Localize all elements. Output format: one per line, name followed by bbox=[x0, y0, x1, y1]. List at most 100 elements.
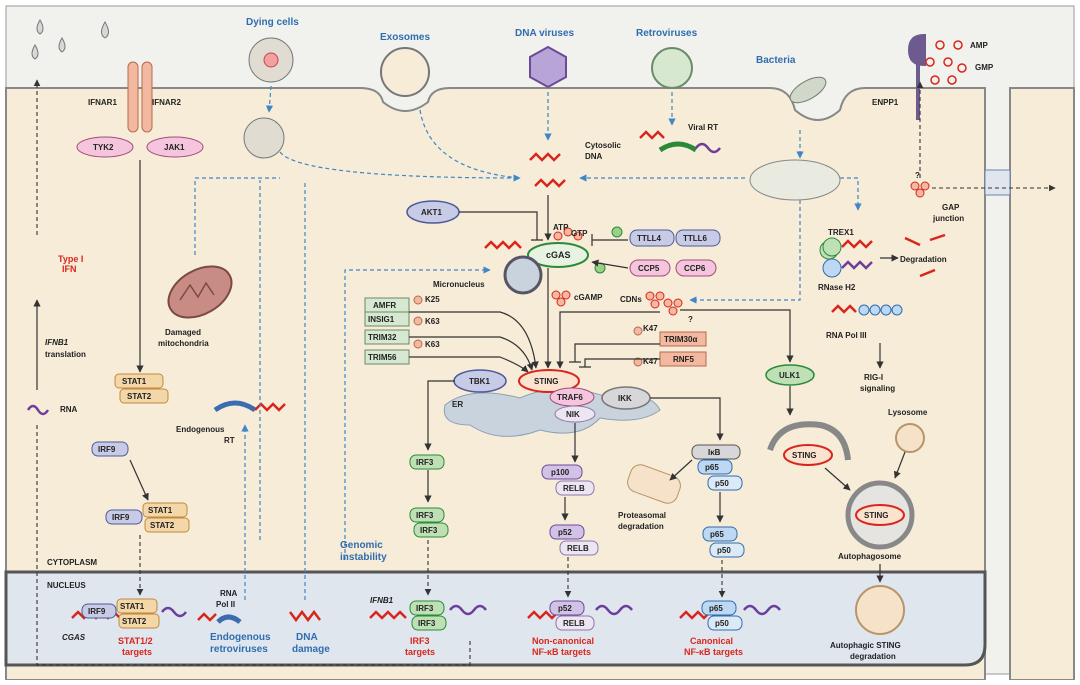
rnase-h2-label: RNase H2 bbox=[818, 283, 856, 292]
er-label: ER bbox=[452, 400, 463, 409]
bacteria-trex1-arrow bbox=[840, 177, 862, 211]
rnf5-inhibition-line bbox=[579, 358, 660, 368]
enpp1-label: ENPP1 bbox=[872, 98, 899, 107]
p65-free-node bbox=[702, 526, 738, 542]
rna-pol2-label-line2: Pol II bbox=[216, 600, 235, 609]
autophagosome-arrow bbox=[824, 467, 851, 491]
p65-free-label: p65 bbox=[710, 530, 724, 539]
neighbor-cell-region bbox=[1009, 87, 1075, 681]
stat-targets-label-line2: targets bbox=[122, 647, 152, 657]
ccp5-label: CCP5 bbox=[638, 264, 660, 273]
cgas-gene-label: CGAS bbox=[62, 633, 86, 642]
sting-autophagosome-label: STING bbox=[864, 511, 888, 520]
type1-ifn-label-line1: Type I bbox=[58, 254, 83, 264]
noncanon-label-line2: NF-κB targets bbox=[532, 647, 591, 657]
dying-cell-uptake-arrow bbox=[265, 85, 274, 113]
irf9-node bbox=[91, 441, 129, 457]
rna-icon bbox=[26, 404, 50, 416]
gap-junction-channel bbox=[984, 169, 1011, 196]
ttll6-node bbox=[675, 229, 721, 247]
cgas-label: cGAS bbox=[546, 250, 571, 260]
ifnar2-label: IFNAR2 bbox=[152, 98, 181, 107]
ifn-droplets bbox=[31, 19, 109, 60]
genomic-instability-arrow bbox=[344, 266, 491, 560]
p50-label: p50 bbox=[715, 479, 729, 488]
viral-rt-icon bbox=[639, 130, 721, 154]
irf9-label: IRF9 bbox=[98, 445, 116, 454]
sting-node[interactable] bbox=[518, 369, 580, 393]
jak1-node bbox=[146, 136, 204, 158]
k47b-label: K47 bbox=[643, 357, 658, 366]
p52-relb-label: RELB bbox=[567, 544, 589, 553]
cdns-label: CDNs bbox=[620, 295, 642, 304]
tbk1-to-irf3-arrow bbox=[424, 380, 455, 451]
p52-relb-node bbox=[559, 540, 599, 556]
ttll6-label: TTLL6 bbox=[683, 234, 708, 243]
nuc-stat1-node bbox=[116, 598, 158, 614]
ttll-inhibition-line bbox=[591, 234, 628, 246]
akt1-inhibition-line bbox=[459, 211, 543, 241]
ikb-degradation-arrow bbox=[669, 459, 693, 481]
exosome-icon bbox=[380, 47, 430, 97]
nucleus-region bbox=[4, 570, 987, 667]
damaged-mitochondria-icon bbox=[167, 265, 233, 319]
ifnb1-gene-label: IFNB1 bbox=[370, 596, 394, 605]
ifnb1-translation-label-line2: translation bbox=[45, 350, 86, 359]
viral-rt-label: Viral RT bbox=[688, 123, 718, 132]
nuc-p65-node bbox=[701, 600, 737, 616]
ikb-node bbox=[691, 444, 741, 460]
engulfed-cell-icon bbox=[243, 117, 285, 159]
cgas-node[interactable] bbox=[527, 242, 589, 268]
stat1-label: STAT1 bbox=[122, 377, 147, 386]
ikb-label: IκB bbox=[708, 448, 721, 457]
nuc-relb-node bbox=[555, 615, 595, 631]
trim56-label: TRIM56 bbox=[368, 353, 397, 362]
genomic-instability-label-line2: instability bbox=[340, 552, 387, 563]
mito-dna-path bbox=[194, 177, 280, 255]
autolysosome-icon bbox=[855, 585, 905, 635]
autophagic-label-line2: degradation bbox=[850, 652, 896, 661]
dying-cells-label: Dying cells bbox=[246, 17, 299, 28]
traf6-label: TRAF6 bbox=[557, 393, 583, 402]
p50-free-node bbox=[709, 542, 745, 558]
tyk2-label: TYK2 bbox=[93, 143, 114, 152]
ccp6-label: CCP6 bbox=[684, 264, 706, 273]
micronucleus-label: Micronucleus bbox=[433, 280, 485, 289]
micronucleus-icon bbox=[503, 255, 543, 295]
tbk1-label: TBK1 bbox=[469, 377, 490, 386]
proteasomal-label-line1: Proteasomal bbox=[618, 511, 666, 520]
akt1-label: AKT1 bbox=[421, 208, 442, 217]
gap-question-label: ? bbox=[915, 171, 920, 180]
trex1-icon bbox=[819, 237, 873, 260]
nuc-relb-label: RELB bbox=[563, 619, 585, 628]
nuc-p52-label: p52 bbox=[558, 604, 572, 613]
trim32-label: TRIM32 bbox=[368, 333, 397, 342]
damaged-mito-label-line2: mitochondria bbox=[158, 339, 209, 348]
sting-autophagosome-node bbox=[855, 504, 905, 526]
degraded-dna-fragments bbox=[904, 233, 946, 278]
endogenous-rt-label-line1: Endogenous bbox=[176, 425, 225, 434]
gap-junction-label-line2: junction bbox=[932, 214, 964, 223]
nuc-p50-node bbox=[707, 615, 743, 631]
ifnar-receptor-icon bbox=[127, 61, 153, 133]
k63a-label: K63 bbox=[425, 317, 440, 326]
insig1-label: INSIG1 bbox=[368, 315, 395, 324]
canon-label-line1: Canonical bbox=[690, 636, 733, 646]
stat-target-rna-icon bbox=[161, 606, 187, 618]
ccp5-node bbox=[629, 259, 671, 277]
cdns-molecules bbox=[645, 291, 683, 316]
rna-pol2-icon bbox=[197, 612, 242, 624]
noncanon-label-line1: Non-canonical bbox=[532, 636, 594, 646]
rigi-label-line2: signaling bbox=[860, 384, 895, 393]
p52-label: p52 bbox=[558, 528, 572, 537]
irf3-target-rna-icon bbox=[449, 604, 487, 616]
dying-cell-nucleus-icon bbox=[263, 52, 279, 68]
p100-node bbox=[541, 464, 583, 480]
ttll4-node bbox=[629, 229, 675, 247]
nuc-stat2-label: STAT2 bbox=[122, 617, 147, 626]
k25-label: K25 bbox=[425, 295, 440, 304]
proteasomal-label-line2: degradation bbox=[618, 522, 664, 531]
isgf3-stat1-node bbox=[142, 502, 188, 518]
nik-node bbox=[554, 405, 596, 423]
isgf3-stat2-label: STAT2 bbox=[150, 521, 175, 530]
